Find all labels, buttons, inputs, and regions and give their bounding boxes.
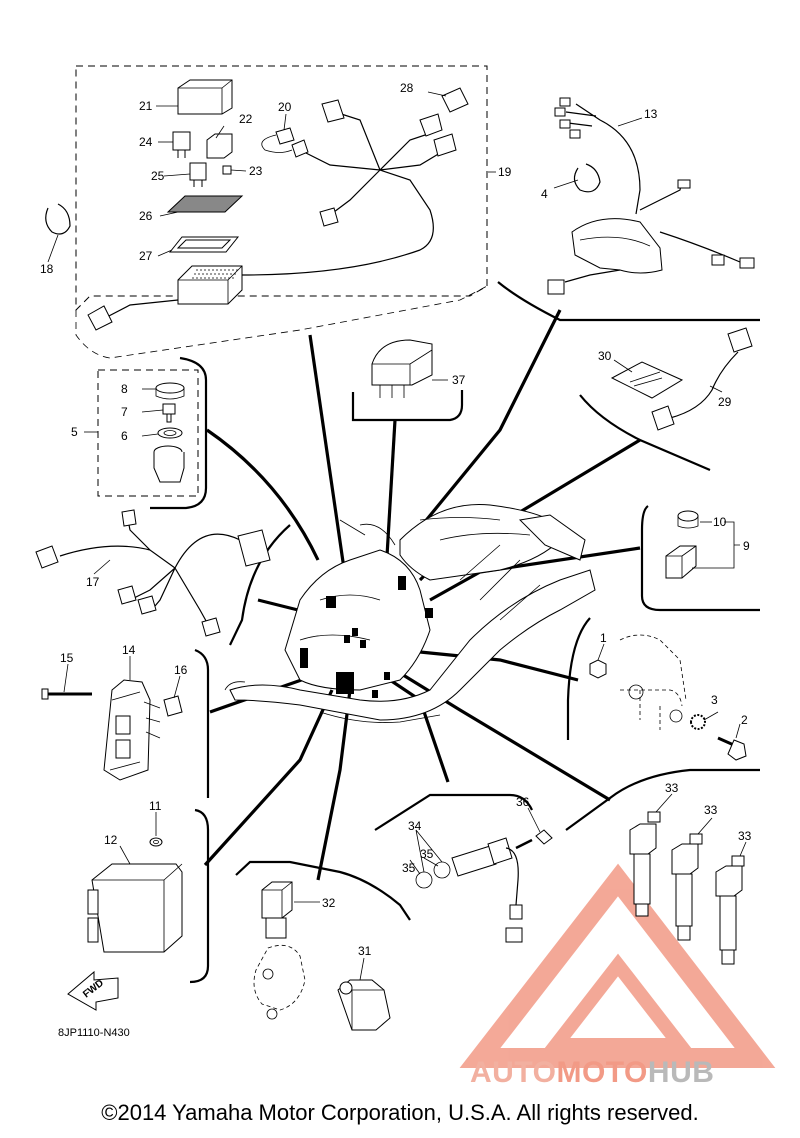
clamp-18: [45, 203, 71, 235]
group-outline-5: [150, 356, 208, 510]
fwd-arrow-icon: [67, 970, 119, 1011]
label-30: 30: [598, 349, 612, 363]
snowmobile-body: [224, 503, 596, 723]
label-2: 2: [741, 713, 748, 727]
label-32: 32: [322, 896, 336, 910]
cap-8: [155, 382, 185, 394]
fuse-block: [177, 265, 243, 305]
drawing-code: 8JP1110-N430: [58, 1027, 130, 1039]
nut-6: [157, 427, 183, 439]
label-31: 31: [358, 944, 372, 958]
label-3: 3: [711, 693, 718, 707]
label-36: 36: [516, 795, 530, 809]
switch-9: [665, 510, 699, 579]
watermark-triangle-icon: [459, 863, 776, 1068]
circuit-board-26: [166, 195, 244, 213]
clamp-4: [573, 163, 601, 193]
ignition-coil-33a: [629, 811, 661, 917]
part-number-labels: 21 22 24 25 23 26 27 20 28 19 18 4 13 8 …: [40, 81, 752, 958]
bolt-2: [717, 736, 747, 761]
label-29: 29: [718, 395, 732, 409]
sensor-31: [337, 979, 391, 1031]
label-5: 5: [71, 425, 78, 439]
label-12: 12: [104, 833, 118, 847]
label-14: 14: [122, 643, 136, 657]
label-16: 16: [174, 663, 188, 677]
washer-3: [690, 714, 707, 730]
fuse-23: [222, 165, 232, 175]
ignition-coil-33c: [715, 855, 745, 965]
link-lines: [206, 428, 320, 561]
label-21: 21: [139, 99, 153, 113]
pressure-sensor-32: [261, 881, 293, 939]
label-37: 37: [452, 373, 466, 387]
label-34: 34: [408, 819, 422, 833]
label-10: 10: [713, 515, 727, 529]
harness-13: [547, 97, 755, 295]
ecu-12: [87, 863, 183, 953]
label-35a: 35: [420, 847, 434, 861]
label-6: 6: [121, 429, 128, 443]
leader-lines: [47, 91, 747, 981]
label-8: 8: [121, 382, 128, 396]
label-33a: 33: [665, 781, 679, 795]
label-19: 19: [498, 165, 512, 179]
bolt-36: [515, 829, 553, 850]
label-1: 1: [600, 631, 607, 645]
mount-bracket: [619, 634, 687, 730]
label-28: 28: [400, 81, 414, 95]
label-13: 13: [644, 107, 658, 121]
label-30: [610, 361, 684, 399]
label-25: 25: [151, 169, 165, 183]
label-33c: 33: [738, 829, 752, 843]
switch-37: [371, 339, 433, 398]
watermark-part2: MOTO: [556, 1056, 648, 1089]
label-20: 20: [278, 100, 292, 114]
label-11: 11: [149, 799, 162, 813]
label-18: 18: [40, 262, 54, 276]
label-26: 26: [139, 209, 153, 223]
label-33b: 33: [704, 803, 718, 817]
label-35b: 35: [402, 861, 416, 875]
clip-16: [163, 695, 183, 717]
watermark-text: AUTOMOTOHUB: [470, 1056, 714, 1090]
harness-17: [35, 509, 271, 637]
label-15: 15: [60, 651, 74, 665]
connector-28: [441, 87, 469, 113]
sensor-bracket: [253, 944, 306, 1020]
watermark-part3: HUB: [647, 1056, 715, 1089]
label-7: 7: [121, 405, 128, 419]
nut-1: [589, 659, 607, 679]
fuse-box-cover-21: [177, 79, 233, 115]
watermark-part1: AUTO: [470, 1056, 557, 1089]
label-27: 27: [139, 249, 153, 263]
relay-24: [172, 131, 191, 158]
gasket-27: [168, 236, 240, 253]
connector-20: [275, 127, 309, 158]
label-17: 17: [86, 575, 100, 589]
label-4: 4: [541, 187, 548, 201]
nut-11: [149, 837, 163, 847]
handlebar-switch-14: [103, 679, 161, 781]
ignition-coil-33b: [671, 833, 703, 941]
key-7: [162, 403, 176, 423]
relay-25: [189, 162, 207, 187]
copyright-notice: ©2014 Yamaha Motor Corporation, U.S.A. A…: [101, 1100, 699, 1125]
relay-22: [206, 133, 233, 159]
assembly-5-box: [97, 369, 199, 497]
label-9: 9: [743, 539, 750, 553]
label-23: 23: [249, 164, 263, 178]
harness-19: [104, 111, 446, 319]
cable-29: [669, 351, 739, 419]
switch-5: [153, 445, 185, 483]
label-24: 24: [139, 135, 153, 149]
label-22: 22: [239, 112, 253, 126]
sensor-34: [415, 837, 523, 943]
